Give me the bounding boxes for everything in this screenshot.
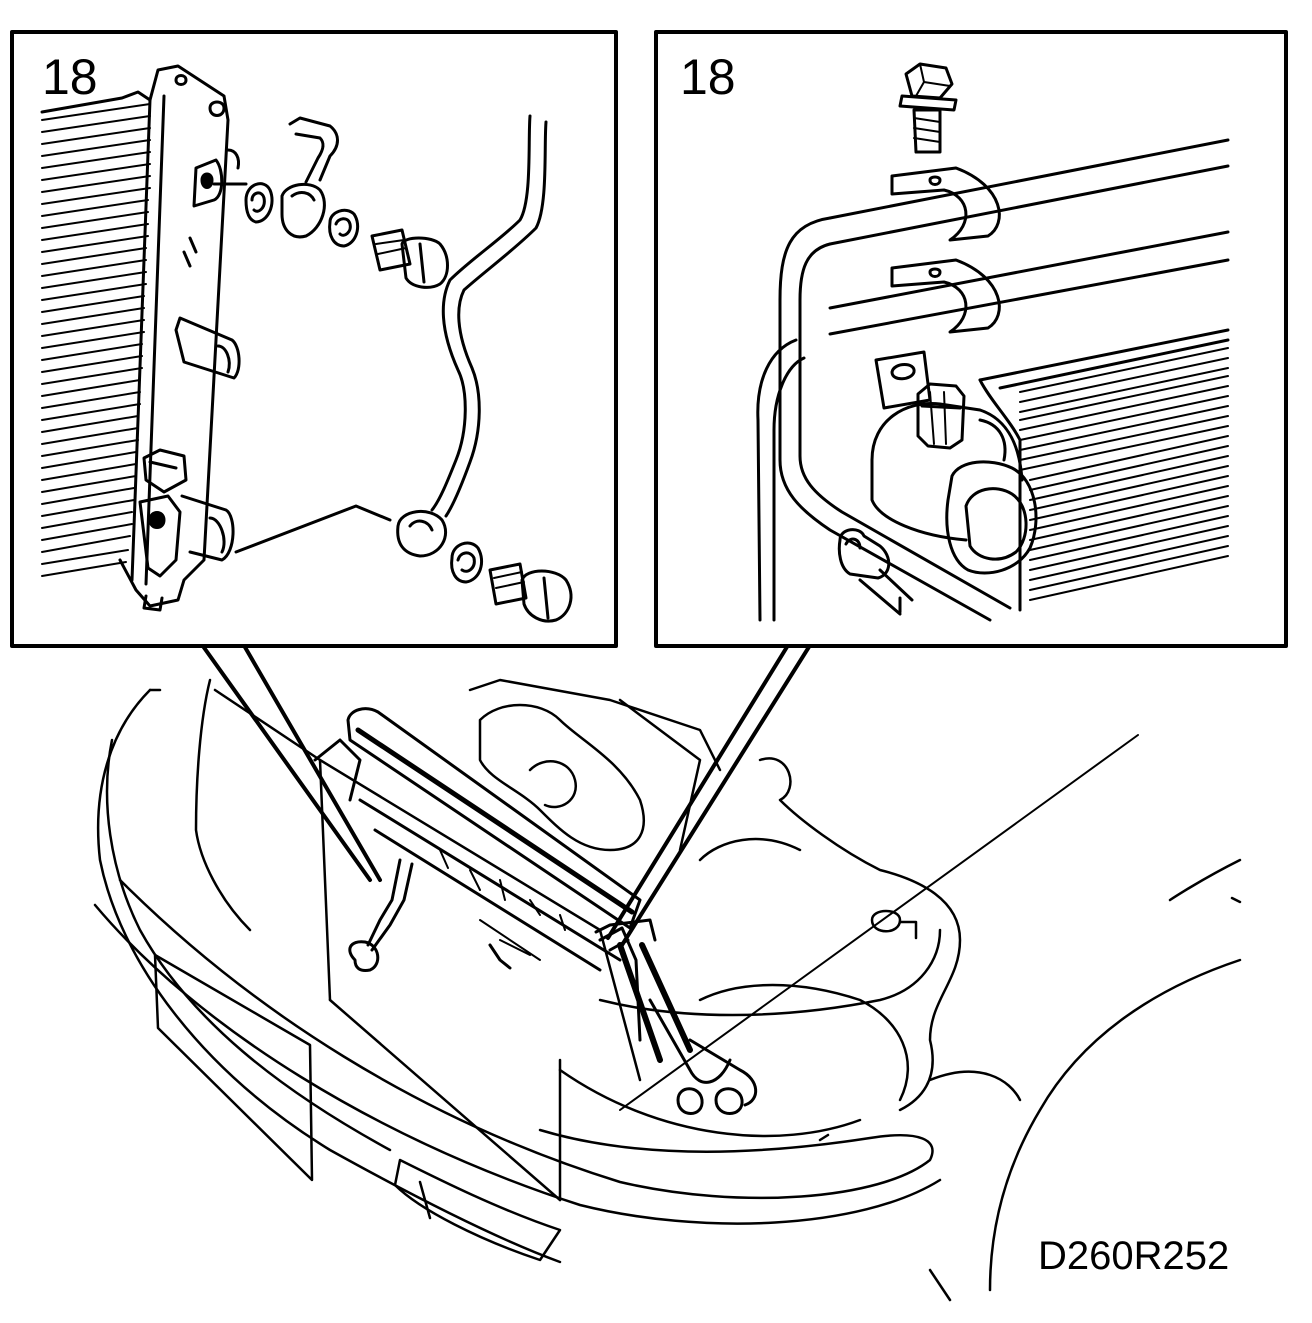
step-number-left: 18 [42,49,98,105]
detail-panel-left [10,30,618,648]
callout-lines [198,640,814,947]
step-number-right: 18 [680,49,736,105]
detail-panel-right [654,30,1288,648]
vehicle-front-view [93,678,1242,1302]
figure-reference-code: D260R252 [1038,1234,1230,1278]
condenser-main-view [313,707,758,1115]
